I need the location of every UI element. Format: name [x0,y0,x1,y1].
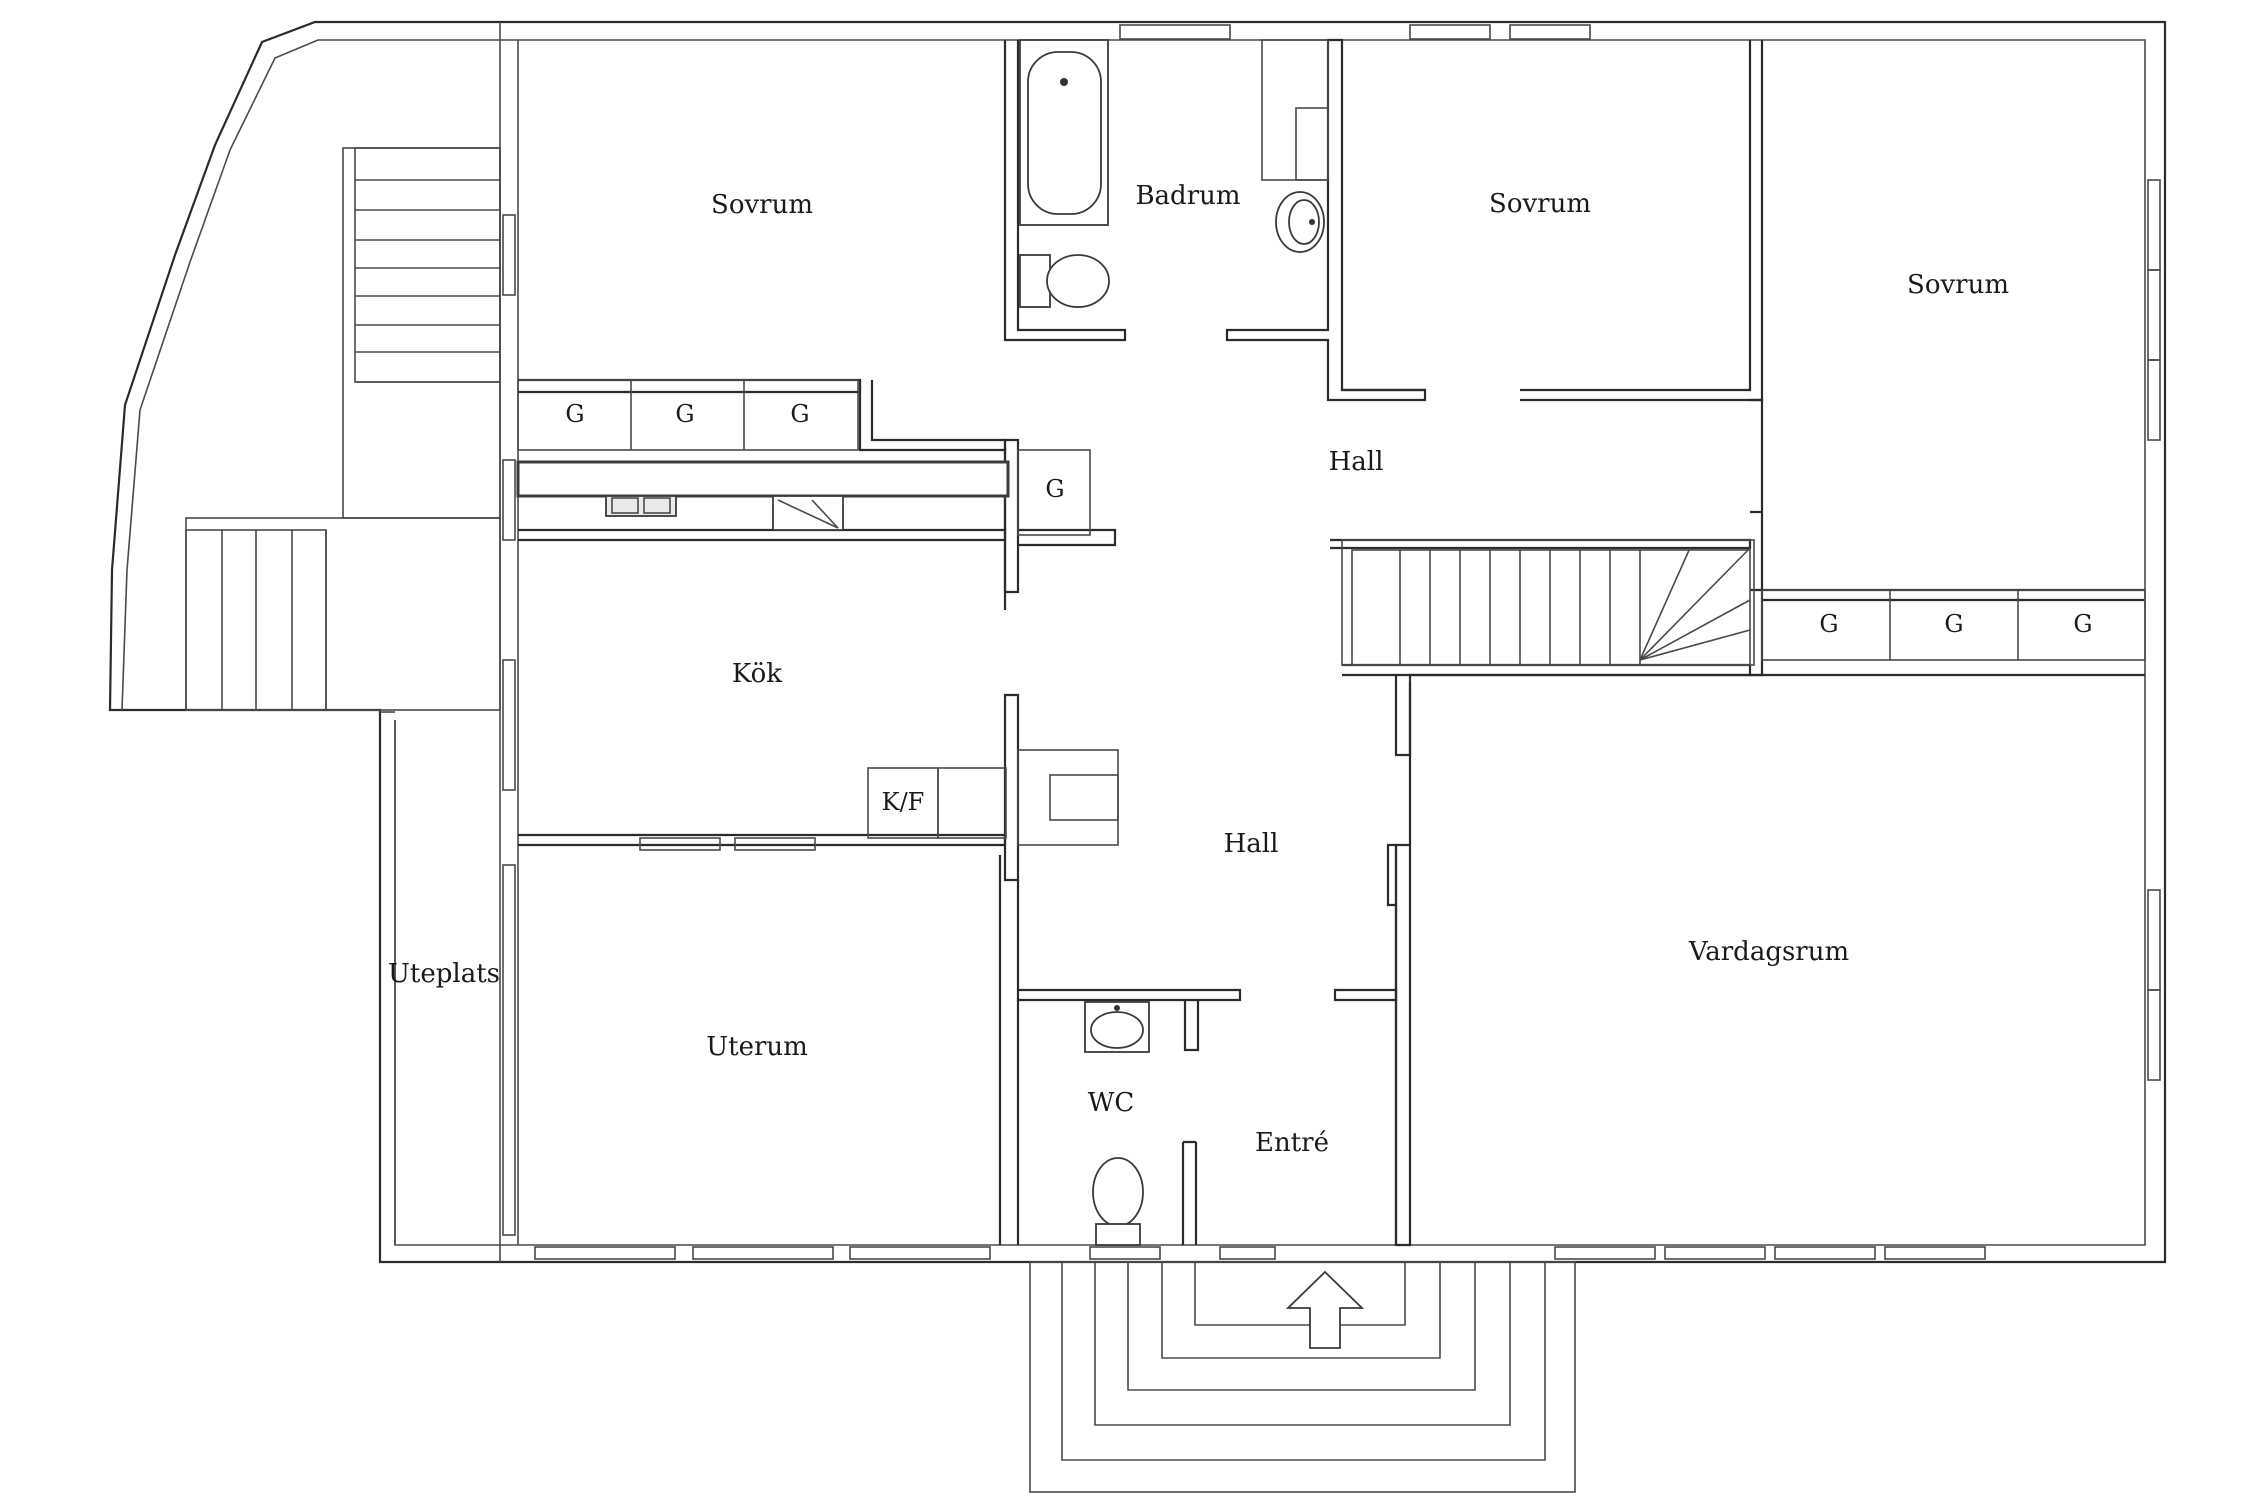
entrance-arrow-icon [1285,1270,1365,1349]
entrance-steps [1029,1261,1576,1493]
kitchen-counter [516,460,1119,846]
room-label-uteplats: Uteplats [388,959,500,989]
wardrobe-label: G [565,400,585,428]
room-label-hall-lower: Hall [1223,829,1279,859]
room-label-badrum: Badrum [1135,181,1241,211]
room-label-hall-upper: Hall [1328,447,1384,477]
wardrobe-label: G [1944,610,1964,638]
room-label-vardagsrum: Vardagsrum [1688,937,1850,967]
wardrobe-label: G [1819,610,1839,638]
wc-fixtures [1084,1001,1150,1246]
bathroom-fixtures [1019,39,1329,308]
room-label-sovrum-3: Sovrum [1907,270,2009,300]
room-label-uterum: Uterum [706,1032,808,1062]
interior-walls [518,38,2145,1247]
fridge-freezer-label: K/F [881,788,925,816]
room-label-sovrum-2: Sovrum [1489,189,1591,219]
wardrobe-label: G [790,400,810,428]
windows [502,24,2161,1260]
wardrobe-label: G [1045,475,1065,503]
wardrobe-label: G [2073,610,2093,638]
wardrobe-label: G [675,400,695,428]
room-label-wc: WC [1087,1088,1135,1118]
room-label-sovrum-1: Sovrum [711,190,813,220]
wardrobes [517,379,2146,661]
deck-stairs-left [185,147,501,711]
room-label-entre: Entré [1255,1128,1329,1158]
room-label-kok: Kök [731,659,783,689]
indoor-staircase [1341,539,1755,666]
